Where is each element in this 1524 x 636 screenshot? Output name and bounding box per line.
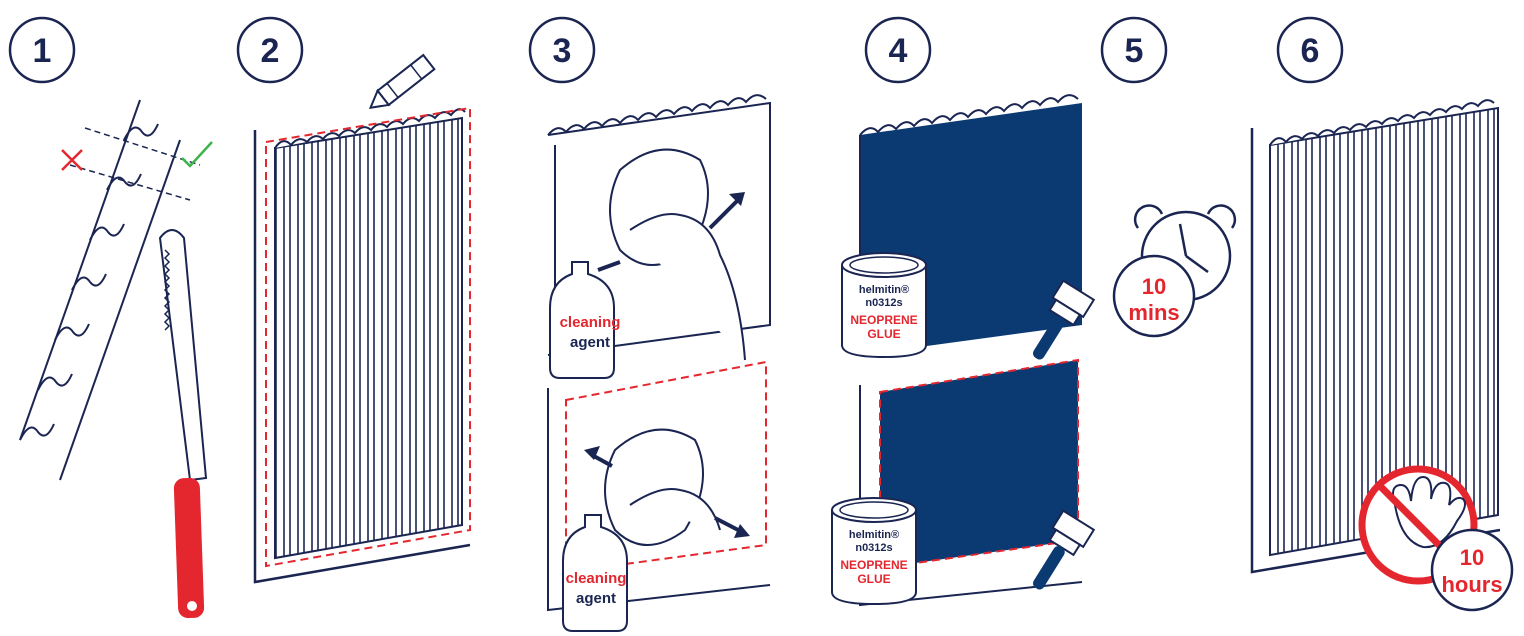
hand-wipe-icon bbox=[605, 430, 720, 545]
step-number: 5 bbox=[1125, 32, 1144, 70]
timer-badge: 10 hours bbox=[1432, 530, 1512, 610]
step-number: 6 bbox=[1301, 32, 1320, 70]
timer-value: 10 bbox=[1142, 274, 1166, 299]
step-2: 2 bbox=[238, 18, 470, 582]
timer-badge: 10 mins bbox=[1114, 256, 1194, 336]
step-4: 4 helmitin® n0312s NEOPRENE GLUE bbox=[832, 18, 1094, 605]
step-number: 4 bbox=[889, 32, 908, 70]
glue-can-icon: helmitin® n0312s NEOPRENE GLUE bbox=[842, 253, 926, 357]
step-number-badge: 2 bbox=[238, 18, 302, 82]
bottle-label-line1: cleaning bbox=[566, 570, 627, 587]
can-product-line1: NEOPRENE bbox=[850, 313, 917, 327]
wipe-direction-arrow bbox=[598, 262, 620, 270]
timer-unit: mins bbox=[1128, 300, 1179, 325]
can-code: n0312s bbox=[855, 542, 892, 554]
step-number-badge: 6 bbox=[1278, 18, 1342, 82]
knife-icon bbox=[160, 230, 206, 618]
step-number-badge: 4 bbox=[866, 18, 930, 82]
wrong-cut-icon bbox=[62, 150, 82, 170]
hand-wipe-icon bbox=[610, 150, 745, 360]
bottle-label-line2: agent bbox=[570, 334, 610, 351]
panel-profile bbox=[20, 100, 180, 480]
can-product-line2: GLUE bbox=[867, 327, 900, 341]
can-brand: helmitin® bbox=[859, 284, 909, 296]
step-number-badge: 1 bbox=[10, 18, 74, 82]
correct-cut-icon bbox=[182, 142, 212, 166]
timer-value: 10 bbox=[1460, 545, 1484, 570]
cleaning-bottle-icon: cleaning agent bbox=[550, 262, 620, 378]
step-number-badge: 5 bbox=[1102, 18, 1166, 82]
step-number: 1 bbox=[33, 32, 52, 70]
step-number: 2 bbox=[261, 32, 280, 70]
glue-can-icon: helmitin® n0312s NEOPRENE GLUE bbox=[832, 498, 916, 604]
timer-unit: hours bbox=[1441, 572, 1502, 597]
step-5: 5 10 mins bbox=[1102, 18, 1235, 336]
cut-guides bbox=[70, 128, 200, 200]
step-number-badge: 3 bbox=[530, 18, 594, 82]
step-number: 3 bbox=[553, 32, 572, 70]
can-product-line2: GLUE bbox=[857, 572, 890, 586]
wipe-direction-arrow bbox=[710, 200, 738, 228]
can-code: n0312s bbox=[865, 297, 902, 309]
bottle-label-line2: agent bbox=[576, 590, 616, 607]
can-product-line1: NEOPRENE bbox=[840, 558, 907, 572]
step-3: 3 cleaning agent bbox=[530, 18, 770, 631]
can-brand: helmitin® bbox=[849, 529, 899, 541]
bottle-label-line1: cleaning bbox=[560, 314, 621, 331]
step-6: 6 10 hours bbox=[1252, 18, 1512, 610]
acoustic-panel bbox=[275, 109, 465, 558]
step-1: 1 bbox=[10, 18, 212, 618]
pencil-icon bbox=[365, 55, 434, 115]
